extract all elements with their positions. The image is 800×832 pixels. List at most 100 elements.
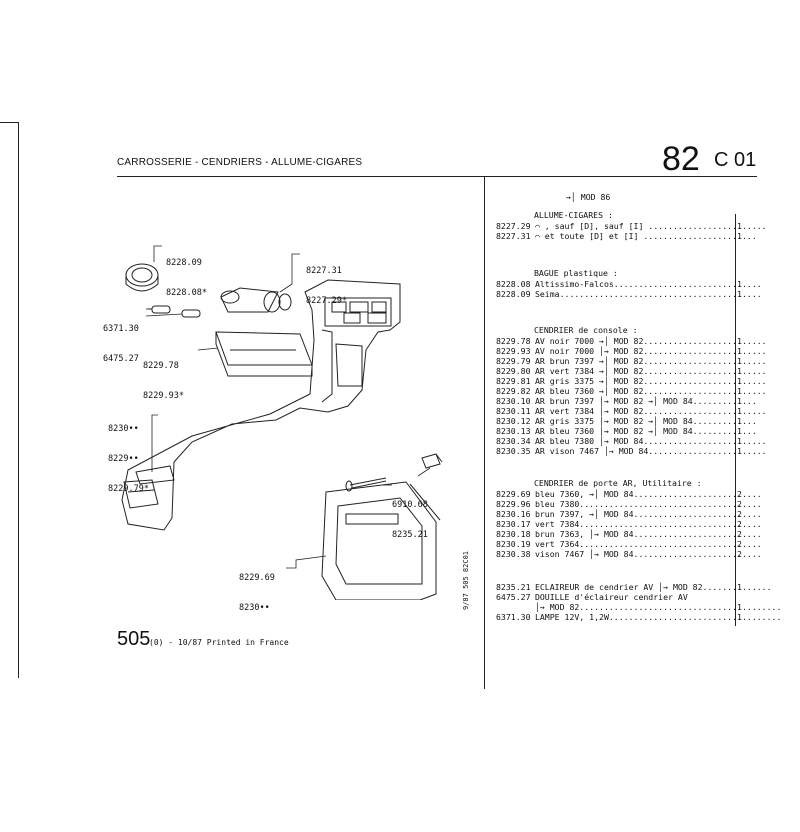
group-title: CENDRIER de porte AR, Utilitaire :: [534, 478, 702, 488]
document-number: 505: [117, 628, 151, 650]
part-desc: bleu 7380...............................…: [534, 499, 762, 509]
part-qty: 1: [737, 346, 742, 356]
part-qty: 1: [737, 446, 742, 456]
callout-line: 8229.79*: [108, 484, 149, 494]
list-item: 8230.13 AR bleu 7360 │→ MOD 82 →│ MOD 84…: [496, 426, 757, 436]
section-code: C 01: [714, 149, 757, 171]
left-border: [18, 122, 19, 678]
part-desc: AR brun 7397 │→ MOD 82 →│ MOD 84........…: [534, 396, 757, 406]
list-item: 8227.31 ⌒ et toute [D] et [I] ..........…: [496, 231, 757, 241]
part-ref: 8230.16: [496, 509, 531, 519]
part-desc: AR bleu 7380 │→ MOD 84..................…: [534, 436, 767, 446]
part-ref: 8230.12: [496, 416, 531, 426]
part-qty: 1: [737, 426, 742, 436]
part-ref: 8230.34: [496, 436, 531, 446]
part-desc: AR vison 7467 │→ MOD 84.................…: [534, 446, 767, 456]
part-desc: vison 7467 │→ MOD 84....................…: [534, 549, 762, 559]
callout-console-ashtray: 8230•• 8229•• 8229.79*: [108, 404, 149, 504]
callout-line: 8227.29*: [306, 296, 347, 306]
list-item: 8230.12 AR gris 3375 │→ MOD 82 →│ MOD 84…: [496, 416, 757, 426]
qty-divider: [735, 214, 736, 626]
group-title: BAGUE plastique :: [534, 268, 618, 278]
column-divider: [484, 177, 485, 689]
list-item: 8230.19 vert 7364.......................…: [496, 539, 762, 549]
part-desc: DOUILLE d'éclaireur cendrier AV: [534, 592, 688, 602]
list-item: 8229.81 AR gris 3375 →│ MOD 82..........…: [496, 376, 767, 386]
part-ref: 8230.18: [496, 529, 531, 539]
list-item: 8229.93 AV noir 7000 │→ MOD 82..........…: [496, 346, 767, 356]
part-qty: 1: [737, 289, 742, 299]
part-desc: ⌒ , sauf [D], sauf [I] .................…: [534, 221, 767, 231]
part-desc: AR vert 7384 │→ MOD 82..................…: [534, 406, 767, 416]
part-ref: 8229.78: [496, 336, 531, 346]
part-qty: 1: [737, 602, 742, 612]
list-item: 8230.18 brun 7363, │→ MOD 84............…: [496, 529, 762, 539]
parts-list: →│ MOD 86 ALLUME-CIGARES : 8227.29 ⌒ , s…: [496, 192, 781, 632]
part-ref: 8228.08: [496, 279, 531, 289]
callout-rear-ashtray: 8229.69 8230••: [239, 553, 275, 623]
part-desc: brun 7397, →│ MOD 84....................…: [534, 509, 762, 519]
part-ref: 8229.80: [496, 366, 531, 376]
group-title: CENDRIER de console :: [534, 325, 638, 335]
callout-line: 8229••: [108, 454, 139, 464]
part-qty: 1: [737, 612, 742, 622]
part-qty: 2: [737, 499, 742, 509]
callout-line: 8229.78: [143, 361, 179, 371]
part-desc: ⌒ et toute [D] et [I] ..................…: [534, 231, 757, 241]
list-item: 8230.17 vert 7384.......................…: [496, 519, 762, 529]
list-item: 8230.16 brun 7397, →│ MOD 84............…: [496, 509, 762, 519]
screw-icon: [345, 477, 387, 492]
part-qty: 1: [737, 356, 742, 366]
part-qty: 2: [737, 549, 742, 559]
part-ref: 8229.69: [496, 489, 531, 499]
header-rule: [117, 176, 757, 177]
page-number: 82: [662, 140, 700, 178]
callout-line: 8227.31: [306, 266, 342, 276]
part-desc: │→ MOD 82...............................…: [534, 602, 782, 612]
list-item: 8228.08 Altissimo-Falcos................…: [496, 279, 762, 289]
part-ref: 8230.11: [496, 406, 531, 416]
part-qty: 1: [737, 279, 742, 289]
callout-ring: 8228.09 8228.08*: [166, 238, 207, 308]
plastic-ring-icon: [125, 263, 159, 287]
callout-line: 6910.68: [392, 500, 428, 510]
list-item: 8230.35 AR vison 7467 │→ MOD 84.........…: [496, 446, 767, 456]
part-ref: 8228.09: [496, 289, 531, 299]
callout-line: 8235.21: [392, 530, 428, 540]
part-qty: 1: [737, 416, 742, 426]
part-ref: 8229.93: [496, 346, 531, 356]
part-ref: 8230.35: [496, 446, 531, 456]
part-ref: 6371.30: [496, 612, 531, 622]
list-item: 8230.11 AR vert 7384 │→ MOD 82..........…: [496, 406, 767, 416]
part-desc: AR gris 3375 →│ MOD 82..................…: [534, 376, 767, 386]
part-ref: 8235.21: [496, 582, 531, 592]
print-info: (0) - 10/87 Printed in France: [149, 638, 289, 647]
part-desc: Seima...................................…: [534, 289, 762, 299]
list-item: 8229.96 bleu 7380.......................…: [496, 499, 762, 509]
part-ref: 8230.19: [496, 539, 531, 549]
callout-line: 6475.27: [103, 354, 139, 364]
callout-line: 8230••: [108, 424, 139, 434]
left-margin-mark: [0, 122, 18, 123]
list-item: │→ MOD 82...............................…: [496, 602, 781, 612]
front-ashtray-icon: [215, 331, 313, 377]
part-desc: vert 7384...............................…: [534, 519, 762, 529]
list-item: 8229.80 AR vert 7384 →│ MOD 82..........…: [496, 366, 767, 376]
part-qty: 1: [737, 376, 742, 386]
part-ref: 6475.27: [496, 592, 531, 602]
part-desc: AR vert 7384 →│ MOD 82..................…: [534, 366, 767, 376]
part-desc: AR gris 3375 │→ MOD 82 →│ MOD 84........…: [534, 416, 757, 426]
part-desc: brun 7363, │→ MOD 84....................…: [534, 529, 762, 539]
part-desc: AV noir 7000 │→ MOD 82..................…: [534, 346, 767, 356]
part-qty: 1: [737, 582, 742, 592]
callout-lighter: 8227.31 8227.29*: [306, 246, 347, 316]
part-ref: 8230.17: [496, 519, 531, 529]
center-console-icon: [121, 279, 401, 531]
callout-line: 8228.08*: [166, 288, 207, 298]
mod-header: →│ MOD 86: [566, 192, 611, 202]
part-ref: 8230.13: [496, 426, 531, 436]
part-qty: 1: [737, 366, 742, 376]
part-desc: bleu 7360, →│ MOD 84....................…: [534, 489, 762, 499]
list-item: 8228.09 Seima...........................…: [496, 289, 762, 299]
callout-line: 8228.09: [166, 258, 202, 268]
